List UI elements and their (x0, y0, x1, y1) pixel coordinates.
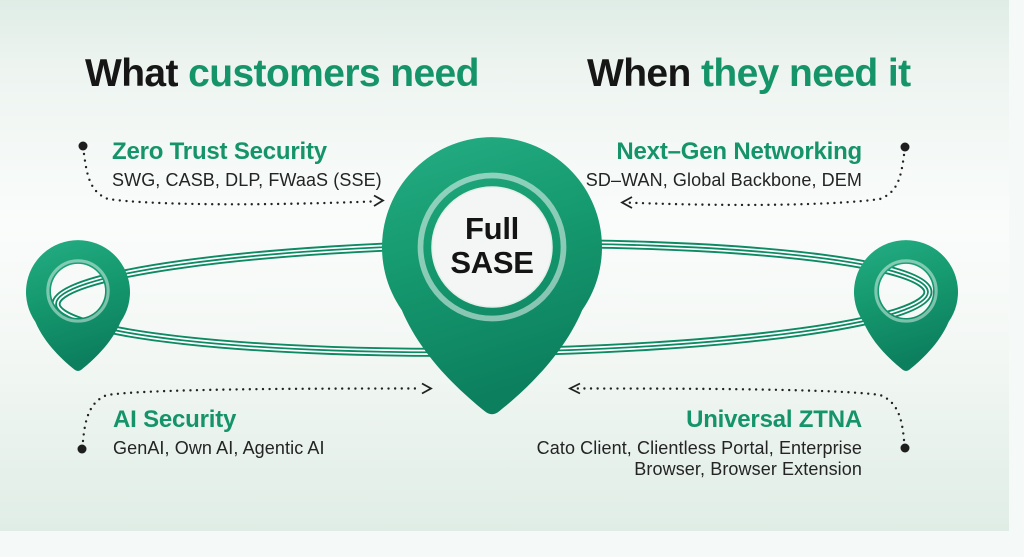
connector-ai-security (77, 382, 433, 454)
connector-universal-ztna (567, 382, 910, 453)
connector-start-dot (78, 141, 88, 151)
connector-start-dot (900, 443, 910, 453)
arrowhead-right-icon (421, 382, 433, 395)
quadrant-items: GenAI, Own AI, Agentic AI (113, 438, 325, 458)
full-sase-label: Full SASE (450, 211, 534, 280)
arrowhead-left-icon (567, 382, 581, 395)
quadrant-items: SD–WAN, Global Backbone, DEM (585, 170, 862, 190)
headline-left: What customers need (85, 54, 479, 93)
quadrant-next-gen-networking: Next–Gen Networking SD–WAN, Global Backb… (586, 139, 862, 191)
infographic-canvas: What customers need When they need it Ze… (0, 0, 1009, 531)
headline-right-highlight: they need it (700, 52, 911, 95)
headline-right-prefix: When (587, 52, 701, 95)
quadrant-ai-security: AI Security GenAI, Own AI, Agentic AI (113, 407, 325, 459)
right-location-pin-icon (854, 240, 958, 372)
headline-left-highlight: customers need (188, 52, 479, 95)
left-location-pin-icon (26, 240, 131, 372)
connector-next-gen (620, 142, 910, 209)
headline-right: When they need it (587, 54, 911, 93)
quadrant-zero-trust-security: Zero Trust Security SWG, CASB, DLP, FWaa… (112, 139, 382, 191)
headline-left-prefix: What (85, 52, 189, 95)
sase-diagram (26, 137, 958, 454)
arrowhead-right-icon (373, 194, 385, 207)
quadrant-title: Zero Trust Security (112, 138, 327, 165)
quadrant-title: AI Security (113, 406, 237, 433)
quadrant-title: Next–Gen Networking (616, 138, 862, 165)
connector-start-dot (900, 142, 910, 152)
center-location-pin-icon (382, 137, 602, 415)
quadrant-universal-ztna: Universal ZTNA Cato Client, Clientless P… (532, 406, 863, 480)
full-sase-circle (431, 186, 553, 308)
quadrant-title: Universal ZTNA (686, 406, 862, 433)
arrowhead-left-icon (620, 196, 633, 209)
connector-zero-trust (78, 141, 385, 207)
quadrant-items: SWG, CASB, DLP, FWaaS (SSE) (112, 170, 382, 190)
quadrant-items: Cato Client, Clientless Portal, Enterpri… (536, 438, 862, 479)
connector-start-dot (77, 444, 87, 454)
